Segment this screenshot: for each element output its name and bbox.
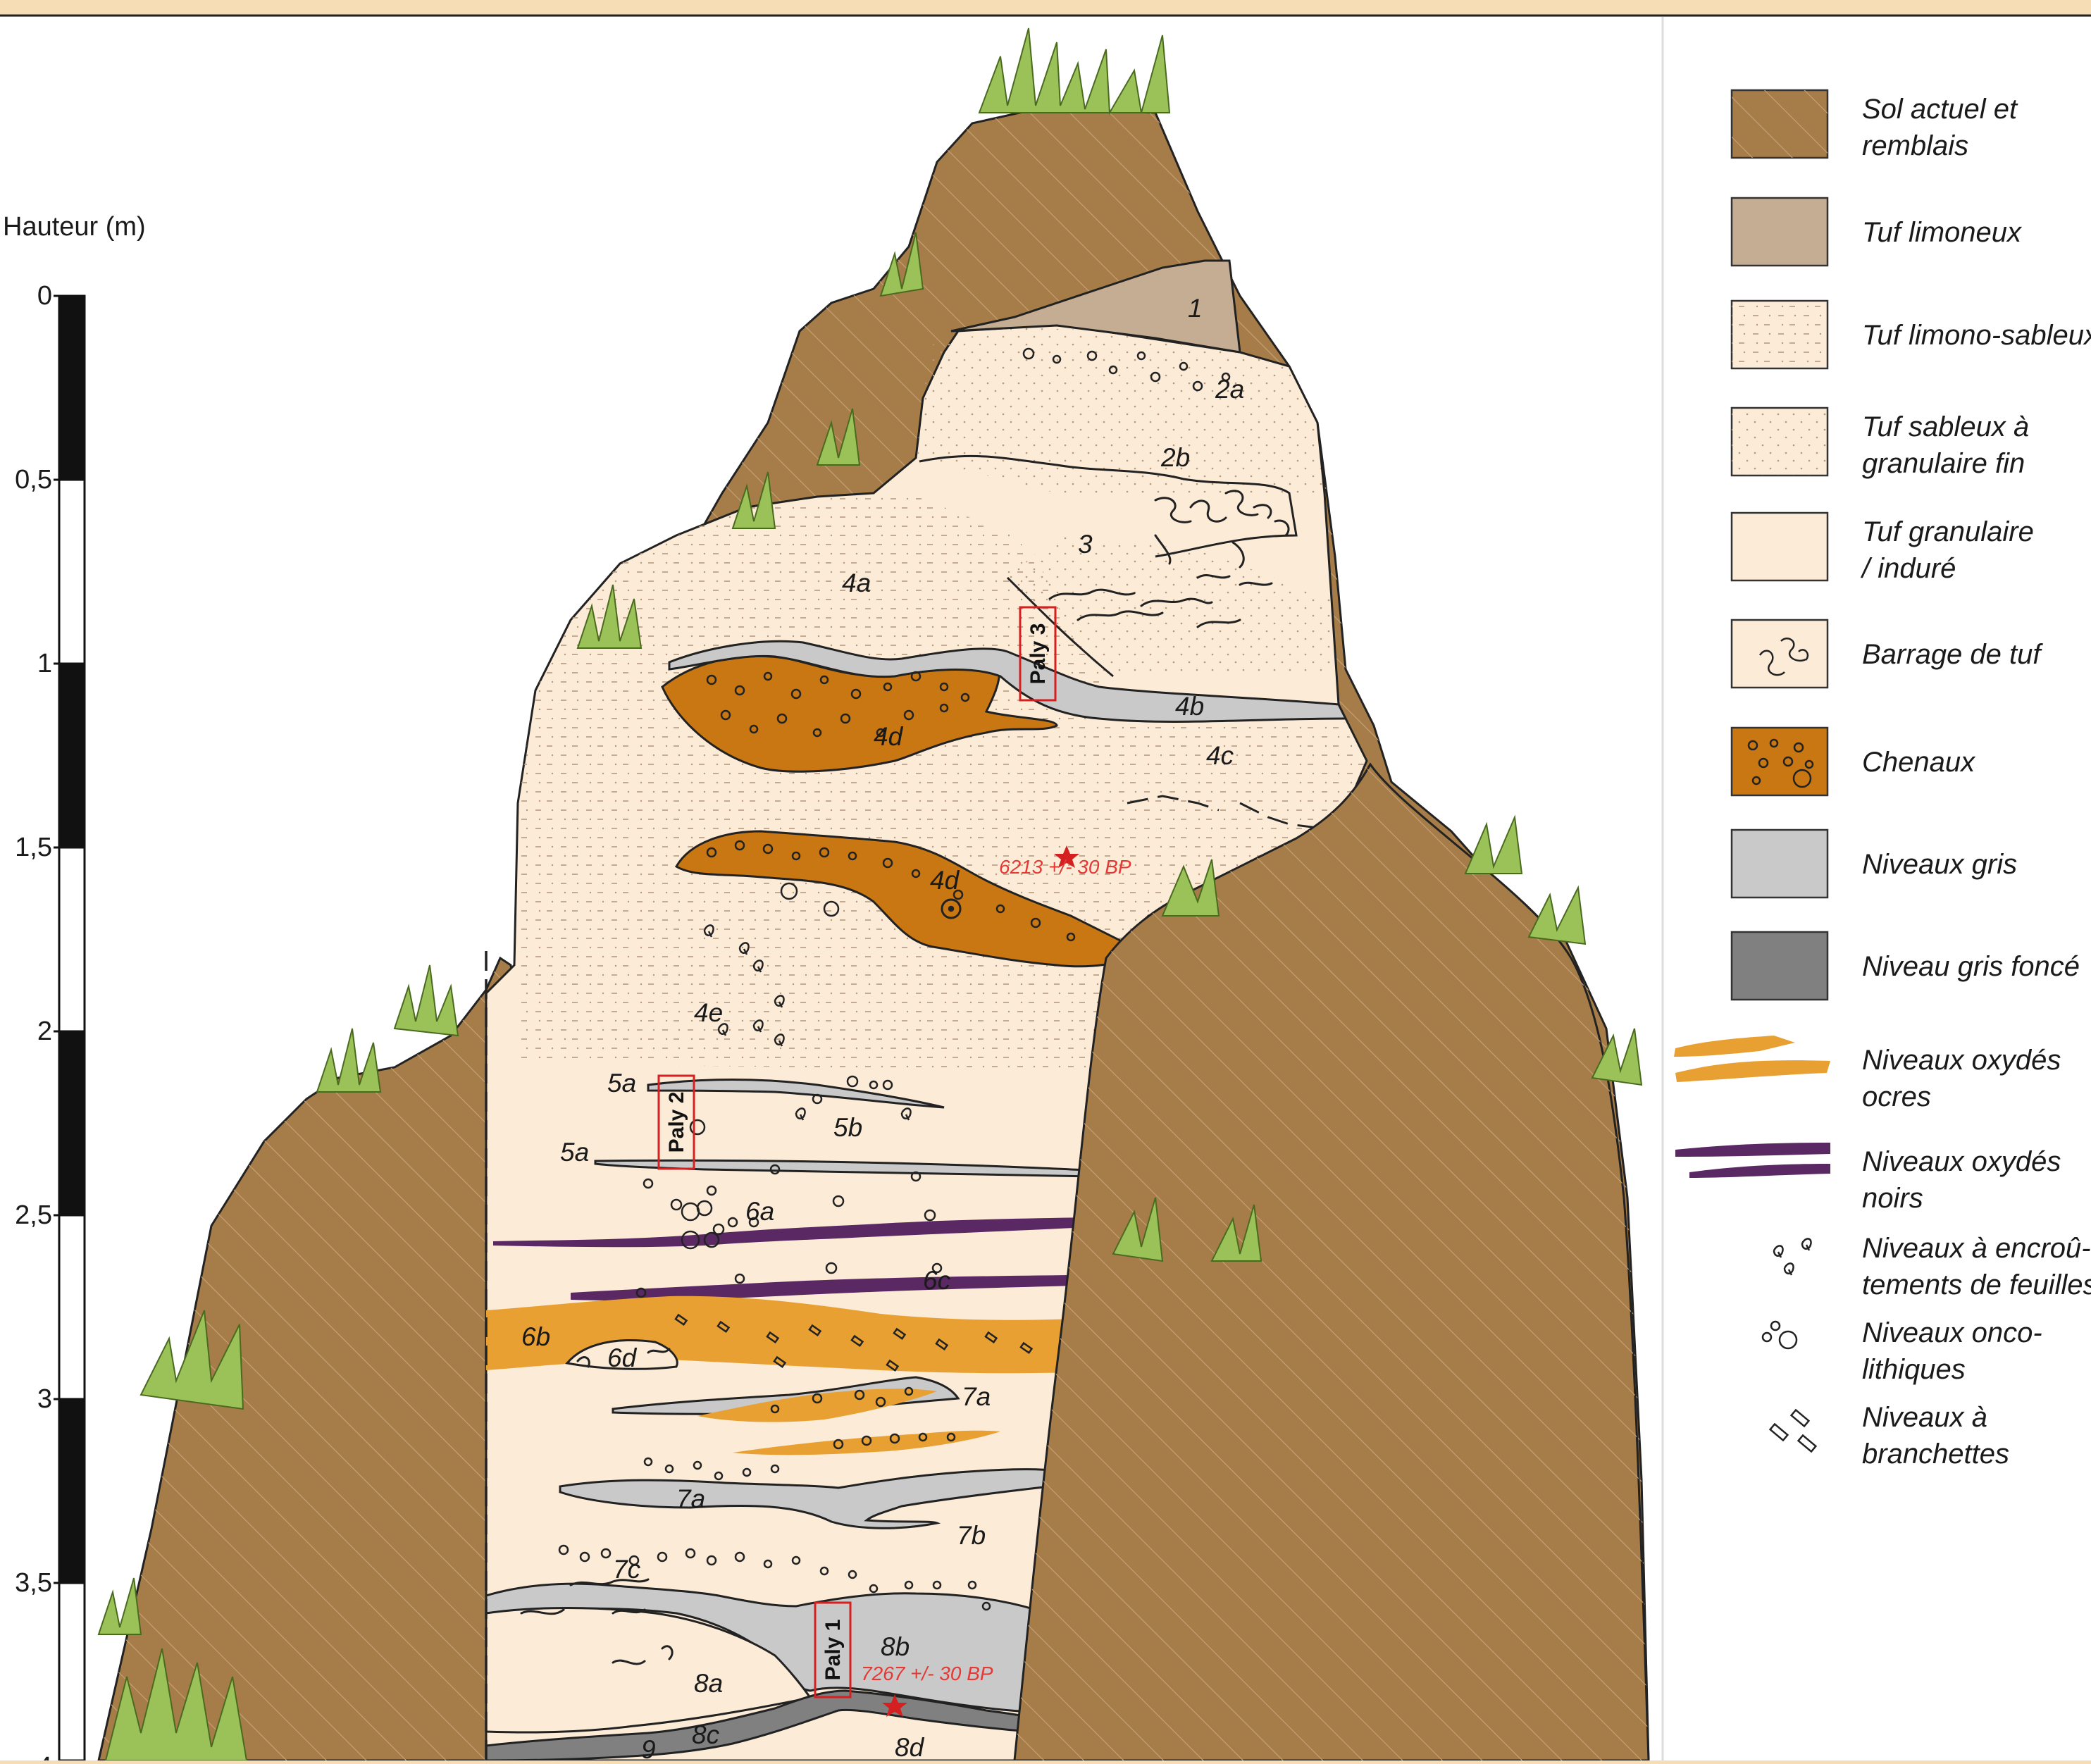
label-4d-upper: 4d bbox=[874, 722, 904, 751]
label-4a: 4a bbox=[842, 569, 871, 597]
label-7b: 7b bbox=[957, 1521, 986, 1550]
label-7a-upper: 7a bbox=[962, 1382, 991, 1411]
label-4b: 4b bbox=[1175, 692, 1204, 721]
label-3: 3 bbox=[1078, 530, 1093, 559]
scale-tick-label: 0 bbox=[37, 281, 52, 311]
legend-label: Chenaux bbox=[1862, 747, 1976, 778]
paly-2-label: Paly 2 bbox=[665, 1092, 688, 1153]
scale-tick-label: 0,5 bbox=[15, 465, 52, 495]
legend-swatch bbox=[1732, 513, 1828, 580]
legend-swatch bbox=[1732, 620, 1828, 688]
scale-segment bbox=[59, 1215, 85, 1399]
scale-tick-label: 3,5 bbox=[15, 1568, 52, 1598]
scale-tick-label: 3 bbox=[37, 1384, 52, 1414]
label-7a-lower: 7a bbox=[676, 1484, 705, 1513]
scale-segment bbox=[59, 1031, 85, 1215]
legend-swatch bbox=[1732, 932, 1828, 1000]
label-9: 9 bbox=[641, 1735, 656, 1760]
scale-tick-label: 1,5 bbox=[15, 833, 52, 862]
label-5b: 5b bbox=[833, 1113, 862, 1142]
label-4e: 4e bbox=[694, 998, 723, 1027]
scale-tick-label: 1 bbox=[37, 649, 52, 678]
legend-swatch bbox=[1732, 728, 1828, 795]
legend-swatch bbox=[1732, 830, 1828, 897]
label-4d-lower: 4d bbox=[930, 866, 960, 895]
label-8d: 8d bbox=[895, 1733, 925, 1760]
legend-label: Barrage de tuf bbox=[1862, 639, 2043, 670]
label-5a-lower: 5a bbox=[560, 1138, 589, 1167]
scale-segment bbox=[59, 480, 85, 664]
axis-label: Hauteur (m) bbox=[3, 212, 146, 242]
date-label-2: 7267 +/- 30 BP bbox=[861, 1663, 993, 1684]
scale-segment bbox=[59, 1583, 85, 1760]
paly-3-label: Paly 3 bbox=[1026, 623, 1050, 685]
label-6d: 6d bbox=[607, 1343, 638, 1372]
label-2a: 2a bbox=[1215, 375, 1244, 404]
legend-label: Tuf limoneux bbox=[1862, 217, 2023, 248]
label-6c: 6c bbox=[923, 1266, 951, 1295]
top-band bbox=[0, 0, 2091, 15]
label-1: 1 bbox=[1188, 294, 1203, 323]
scale-segment bbox=[59, 847, 85, 1031]
scale-tick-label: 2 bbox=[37, 1017, 52, 1046]
label-8a: 8a bbox=[694, 1669, 723, 1698]
scale-segment bbox=[59, 664, 85, 847]
scale-tick-label: 2,5 bbox=[15, 1200, 52, 1230]
scale-tick-label: 4 bbox=[37, 1752, 52, 1760]
label-6b: 6b bbox=[521, 1322, 550, 1351]
label-5a-upper: 5a bbox=[607, 1069, 636, 1098]
date-label-1: 6213 +/- 30 BP bbox=[999, 856, 1131, 878]
label-8c: 8c bbox=[692, 1720, 720, 1749]
legend-label: Tuf limono-sableux bbox=[1862, 320, 2091, 351]
legend-swatch bbox=[1732, 198, 1828, 266]
scale-segment bbox=[59, 1399, 85, 1583]
label-8b: 8b bbox=[881, 1632, 910, 1661]
label-2b: 2b bbox=[1160, 443, 1190, 472]
legend-label: Niveaux gris bbox=[1862, 849, 2017, 880]
label-4c: 4c bbox=[1206, 741, 1234, 770]
scale-segment bbox=[59, 296, 85, 480]
label-7c: 7c bbox=[613, 1555, 641, 1584]
label-6a: 6a bbox=[745, 1197, 774, 1226]
legend-label: Niveau gris foncé bbox=[1862, 951, 2080, 982]
paly-1-label: Paly 1 bbox=[821, 1620, 845, 1681]
